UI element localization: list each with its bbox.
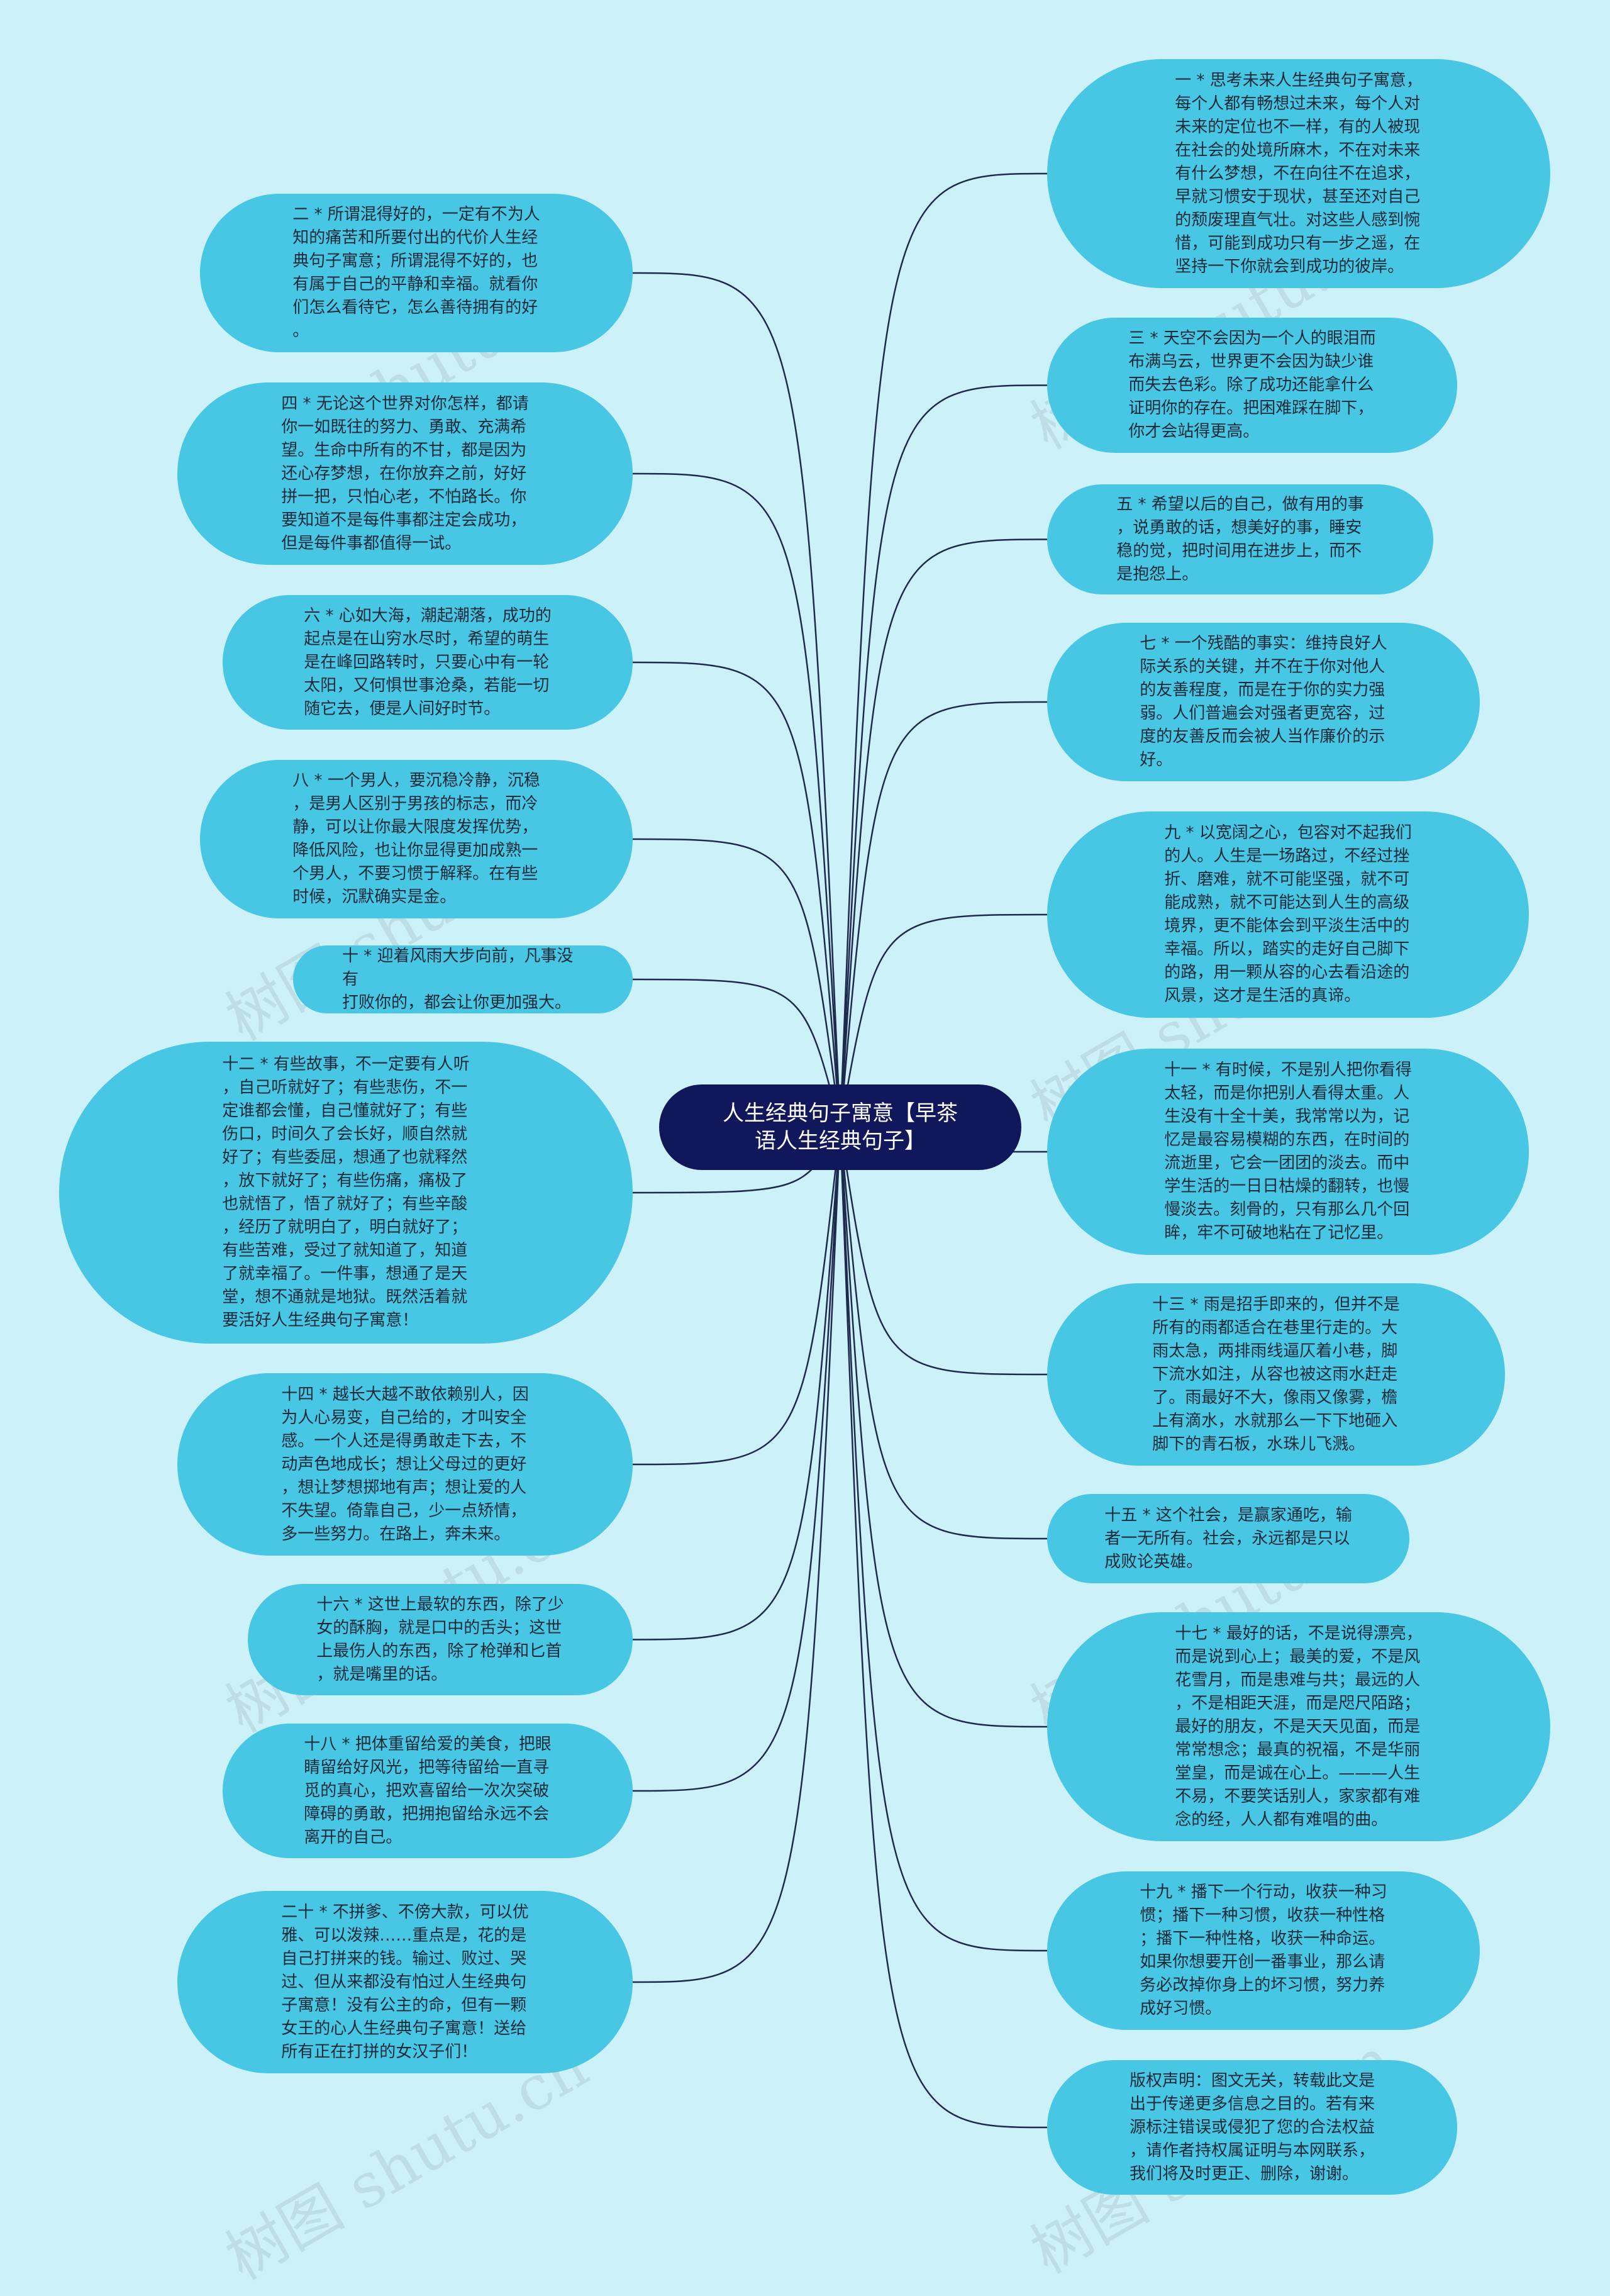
topic-node-text: 七 * 一个残酷的事实：维持良好人 际关系的关键，并不在于你对他人 的友善程度，… (1140, 634, 1387, 769)
topic-node-text: 十四 * 越长大越不敢依赖别人，因 为人心易变，自己给的，才叫安全 感。一个人还… (281, 1385, 529, 1544)
topic-node-4[interactable]: 四 * 无论这个世界对你怎样，都请 你一如既往的努力、勇敢、充满希 望。生命中所… (177, 382, 633, 565)
topic-node-text: 五 * 希望以后的自己，做有用的事 ，说勇敢的话，想美好的事，睡安 稳的觉，把时… (1116, 494, 1364, 584)
connector-line (632, 838, 841, 1128)
topic-node-text: 九 * 以宽阔之心，包容对不起我们 的人。人生是一场路过，不经过挫 折、磨难，就… (1164, 823, 1412, 1005)
topic-node-text: 版权声明：图文无关，转载此文是 出于传递更多信息之目的。若有来 源标注错误或侵犯… (1129, 2071, 1375, 2183)
topic-node-12[interactable]: 十二 * 有些故事，不一定要有人听 ，自己听就好了；有些悲伤，不一 定谁都会懂，… (59, 1042, 633, 1344)
connector-line (632, 472, 841, 1128)
topic-node-text: 一 * 思考未来人生经典句子寓意， 每个人都有畅想过未来，每个人对 未来的定位也… (1175, 70, 1423, 276)
connector-line (632, 1127, 841, 1466)
topic-node-text: 十 * 迎着风雨大步向前，凡事没有 打败你的，都会让你更加强大。 (342, 946, 574, 1012)
topic-node-text: 六 * 心如大海，潮起潮落，成功的 起点是在山穷水尽时，希望的萌生 是在峰回路转… (304, 606, 552, 718)
topic-node-17[interactable]: 十七 * 最好的话，不是说得漂亮， 而是说到心上；最美的爱，不是风 花雪月，而是… (1047, 1612, 1550, 1841)
topic-node-6[interactable]: 六 * 心如大海，潮起潮落，成功的 起点是在山穷水尽时，希望的萌生 是在峰回路转… (223, 595, 633, 730)
topic-node-10[interactable]: 十 * 迎着风雨大步向前，凡事没有 打败你的，都会让你更加强大。 (293, 945, 633, 1013)
topic-node-18[interactable]: 十八 * 把体重留给爱的美食，把眼 睛留给好风光，把等待留给一直寻 觅的真心，把… (223, 1724, 633, 1858)
topic-node-text: 三 * 天空不会因为一个人的眼泪而 布满乌云，世界更不会因为缺少谁 而失去色彩。… (1128, 329, 1376, 441)
connector-line (839, 172, 1048, 1128)
topic-node-1[interactable]: 一 * 思考未来人生经典句子寓意， 每个人都有畅想过未来，每个人对 未来的定位也… (1047, 59, 1550, 288)
topic-node-5[interactable]: 五 * 希望以后的自己，做有用的事 ，说勇敢的话，想美好的事，睡安 稳的觉，把时… (1047, 484, 1433, 594)
topic-node-2[interactable]: 二 * 所谓混得好的，一定有不为人 知的痛苦和所要付出的代价人生经 典句子寓意；… (200, 194, 633, 352)
topic-node-text: 十八 * 把体重留给爱的美食，把眼 睛留给好风光，把等待留给一直寻 觅的真心，把… (304, 1734, 552, 1847)
connector-line (839, 1127, 1048, 1728)
topic-node-13[interactable]: 十三 * 雨是招手即来的，但并不是 所有的雨都适合在巷里行走的。大 雨太急，两排… (1047, 1283, 1505, 1466)
topic-node-text: 二十 * 不拼爹、不傍大款，可以优 雅、可以泼辣……重点是，花的是 自己打拼来的… (281, 1902, 529, 2061)
topic-node-19[interactable]: 十九 * 播下一个行动，收获一种习 惯；播下一种习惯，收获一种性格 ；播下一种性… (1047, 1871, 1480, 2030)
topic-node-20[interactable]: 二十 * 不拼爹、不傍大款，可以优 雅、可以泼辣……重点是，花的是 自己打拼来的… (177, 1891, 633, 2073)
connector-line (839, 384, 1048, 1128)
connector-line (632, 272, 841, 1128)
topic-node-text: 二 * 所谓混得好的，一定有不为人 知的痛苦和所要付出的代价人生经 典句子寓意；… (292, 205, 540, 340)
topic-node-text: 十二 * 有些故事，不一定要有人听 ，自己听就好了；有些悲伤，不一 定谁都会懂，… (222, 1055, 470, 1330)
topic-node-8[interactable]: 八 * 一个男人，要沉稳冷静，沉稳 ，是男人区别于男孩的标志，而冷 静，可以让你… (200, 760, 633, 918)
connector-line (839, 1127, 1048, 1376)
topic-node-15[interactable]: 十五 * 这个社会，是赢家通吃，输 者一无所有。社会，永远都是只以 成败论英雄。 (1047, 1494, 1409, 1583)
central-topic[interactable]: 人生经典句子寓意【早茶 语人生经典句子】 (659, 1084, 1021, 1170)
connector-line (839, 1127, 1048, 2129)
topic-node-text: 十一 * 有时候，不是别人把你看得 太轻，而是你把别人看得太重。人 生没有十全十… (1164, 1061, 1412, 1242)
topic-node-7[interactable]: 七 * 一个残酷的事实：维持良好人 际关系的关键，并不在于你对他人 的友善程度，… (1047, 623, 1480, 781)
topic-node-text: 十六 * 这世上最软的东西，除了少 女的酥胸，就是口中的舌头；这世 上最伤人的东… (316, 1595, 564, 1684)
connector-line (632, 978, 841, 1128)
topic-node-11[interactable]: 十一 * 有时候，不是别人把你看得 太轻，而是你把别人看得太重。人 生没有十全十… (1047, 1049, 1529, 1255)
connector-line (839, 913, 1048, 1128)
topic-node-text: 十九 * 播下一个行动，收获一种习 惯；播下一种习惯，收获一种性格 ；播下一种性… (1140, 1883, 1387, 2018)
connector-line (839, 538, 1048, 1128)
connector-line (839, 1127, 1048, 1952)
topic-node-text: 八 * 一个男人，要沉稳冷静，沉稳 ，是男人区别于男孩的标志，而冷 静，可以让你… (292, 771, 540, 906)
connector-line (839, 1127, 1048, 1540)
connector-line (632, 1127, 841, 1983)
topic-node-text: 十五 * 这个社会，是赢家通吃，输 者一无所有。社会，永远都是只以 成败论英雄。 (1104, 1505, 1352, 1571)
topic-node-16[interactable]: 十六 * 这世上最软的东西，除了少 女的酥胸，就是口中的舌头；这世 上最伤人的东… (248, 1584, 633, 1695)
topic-node-9[interactable]: 九 * 以宽阔之心，包容对不起我们 的人。人生是一场路过，不经过挫 折、磨难，就… (1047, 811, 1529, 1018)
connector-line (839, 701, 1048, 1128)
connector-line (632, 1127, 841, 1641)
topic-node-14[interactable]: 十四 * 越长大越不敢依赖别人，因 为人心易变，自己给的，才叫安全 感。一个人还… (177, 1373, 633, 1556)
central-topic-label: 人生经典句子寓意【早茶 语人生经典句子】 (723, 1101, 958, 1154)
topic-node-3[interactable]: 三 * 天空不会因为一个人的眼泪而 布满乌云，世界更不会因为缺少谁 而失去色彩。… (1047, 318, 1457, 453)
topic-node-21[interactable]: 版权声明：图文无关，转载此文是 出于传递更多信息之目的。若有来 源标注错误或侵犯… (1047, 2060, 1457, 2195)
connector-line (632, 1127, 841, 1792)
topic-node-text: 四 * 无论这个世界对你怎样，都请 你一如既往的努力、勇敢、充满希 望。生命中所… (281, 394, 529, 553)
connector-line (632, 661, 841, 1128)
topic-node-text: 十三 * 雨是招手即来的，但并不是 所有的雨都适合在巷里行走的。大 雨太急，两排… (1152, 1295, 1400, 1454)
topic-node-text: 十七 * 最好的话，不是说得漂亮， 而是说到心上；最美的爱，不是风 花雪月，而是… (1175, 1624, 1423, 1829)
